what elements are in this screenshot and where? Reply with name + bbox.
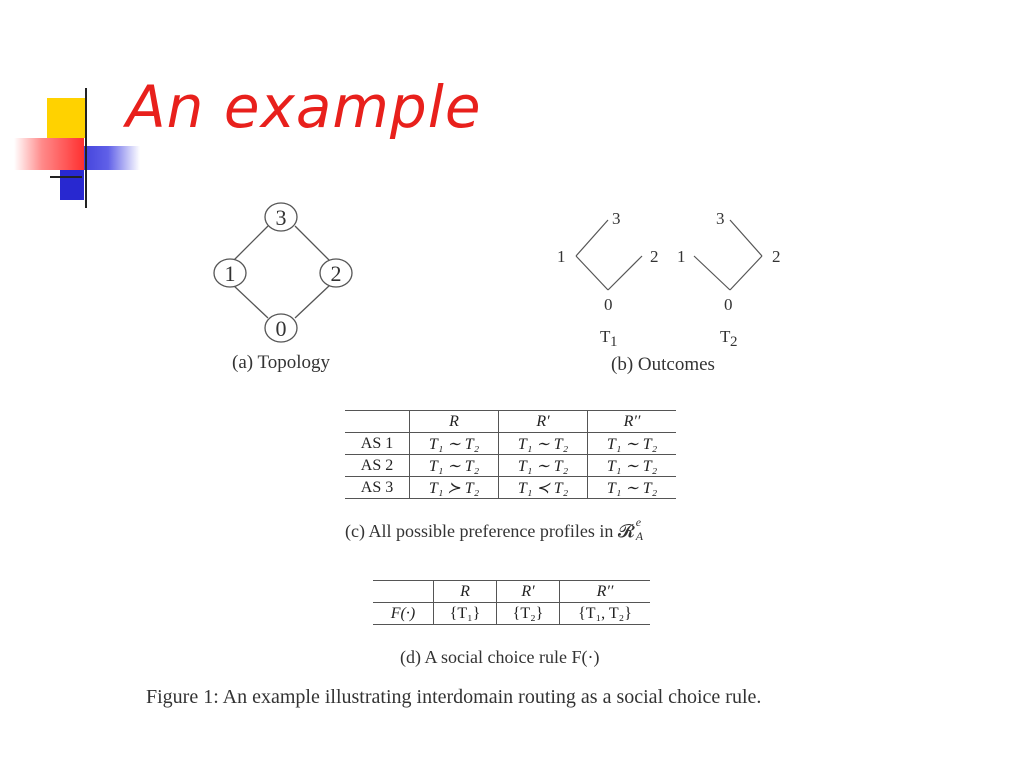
- table-cell: T₁ ∼ T₂: [587, 432, 676, 455]
- decor-yellow-square: [47, 98, 87, 138]
- outcome-t2-right: 2: [772, 247, 781, 266]
- table-cell: T₁ ∼ T₂: [498, 454, 588, 477]
- social-choice-table: R R′ R′′ F(·) {T₁} {T₂} {T₁, T₂}: [373, 580, 650, 625]
- row-label-f: F(·): [373, 602, 434, 625]
- caption-subscript: A: [635, 529, 644, 543]
- table-cell: T₁ ∼ T₂: [498, 432, 588, 455]
- table-header-blank: [373, 580, 434, 603]
- node-1-label: 1: [225, 261, 236, 286]
- social-choice-caption: (d) A social choice rule F(·): [400, 647, 600, 667]
- node-0: [264, 313, 298, 343]
- table-cell: {T₂}: [496, 602, 560, 625]
- table-header-r-double-prime: R′′: [587, 410, 676, 433]
- outcome-t1-right: 2: [650, 247, 659, 266]
- edge-1-0: [232, 284, 269, 319]
- table-cell: T₁ ∼ T₂: [409, 432, 499, 455]
- table-cell: {T₁, T₂}: [559, 602, 650, 625]
- row-label-as3: AS 3: [345, 476, 410, 499]
- table-header-r: R: [433, 580, 497, 603]
- edge-1-3: [232, 225, 269, 262]
- outcome-t1-left: 1: [557, 247, 566, 266]
- topology-diagram: 3 1 2 0: [213, 202, 353, 343]
- row-label-as1: AS 1: [345, 432, 410, 455]
- node-2-label: 2: [331, 261, 342, 286]
- outcome-t2-diagram: 3 1 2 0 T 2: [677, 209, 781, 350]
- outcome-t1-label: T: [600, 327, 611, 346]
- table-cell: T₁ ∼ T₂: [587, 476, 676, 499]
- decor-horizontal-line: [50, 176, 82, 178]
- outcome-t2-label: T: [720, 327, 731, 346]
- table-row: AS 2 T₁ ∼ T₂ T₁ ∼ T₂ T₁ ∼ T₂: [345, 454, 676, 477]
- outcome-t1-bottom: 0: [604, 295, 613, 314]
- table-cell: T₁ ∼ T₂: [409, 454, 499, 477]
- table-row: F(·) {T₁} {T₂} {T₁, T₂}: [373, 602, 650, 625]
- table-header-row: R R′ R′′: [345, 410, 676, 433]
- decor-red-square: [14, 138, 84, 170]
- node-2: [319, 258, 353, 288]
- outcome-t2-edge-up: [729, 219, 763, 257]
- node-3-label: 3: [276, 205, 287, 230]
- slide-decoration: [0, 80, 160, 210]
- table-cell: T₁ ≻ T₂: [409, 476, 499, 499]
- outcome-t1-edge-top: [575, 219, 609, 257]
- table-row: AS 3 T₁ ≻ T₂ T₁ ≺ T₂ T₁ ∼ T₂: [345, 476, 676, 499]
- table-row: AS 1 T₁ ∼ T₂ T₁ ∼ T₂ T₁ ∼ T₂: [345, 432, 676, 455]
- outcome-t2-top: 3: [716, 209, 725, 228]
- outcome-t2-edge-top: [693, 255, 731, 291]
- preference-profiles-table: R R′ R′′ AS 1 T₁ ∼ T₂ T₁ ∼ T₂ T₁ ∼ T₂ AS…: [345, 410, 676, 499]
- outcome-t2-label-sub: 2: [730, 334, 738, 350]
- table-cell: T₁ ≺ T₂: [498, 476, 588, 499]
- figure-caption: Figure 1: An example illustrating interd…: [146, 686, 762, 708]
- caption-superscript: e: [635, 515, 642, 529]
- outcome-t2-left: 1: [677, 247, 686, 266]
- node-3: [264, 202, 298, 232]
- table-cell: {T₁}: [433, 602, 497, 625]
- decor-vertical-line: [85, 88, 87, 208]
- topology-caption: (a) Topology: [232, 352, 331, 373]
- outcome-t1-diagram: 3 1 2 0 T 1: [557, 209, 659, 350]
- row-label-as2: AS 2: [345, 454, 410, 477]
- slide-title: An example: [126, 73, 482, 141]
- node-1: [213, 258, 247, 288]
- outcome-t1-top: 3: [612, 209, 621, 228]
- outcomes-caption: (b) Outcomes: [611, 354, 715, 375]
- outcome-t2-edge-right: [729, 255, 763, 291]
- outcome-t1-edge-right: [607, 255, 643, 291]
- outcome-t1-edge-left: [575, 255, 609, 291]
- preference-profiles-caption-text: (c) All possible preference profiles in …: [345, 521, 635, 541]
- edge-2-0: [294, 284, 331, 319]
- outcome-t2-bottom: 0: [724, 295, 733, 314]
- node-0-label: 0: [276, 316, 287, 341]
- outcome-t1-label-sub: 1: [610, 334, 618, 350]
- table-cell: T₁ ∼ T₂: [587, 454, 676, 477]
- table-header-r-double-prime: R′′: [559, 580, 650, 603]
- table-header-row: R R′ R′′: [373, 580, 650, 603]
- table-header-blank: [345, 410, 410, 433]
- preference-profiles-caption: (c) All possible preference profiles in …: [345, 515, 649, 543]
- edge-3-2: [294, 225, 331, 262]
- table-header-r: R: [409, 410, 499, 433]
- table-header-r-prime: R′: [496, 580, 560, 603]
- table-header-r-prime: R′: [498, 410, 588, 433]
